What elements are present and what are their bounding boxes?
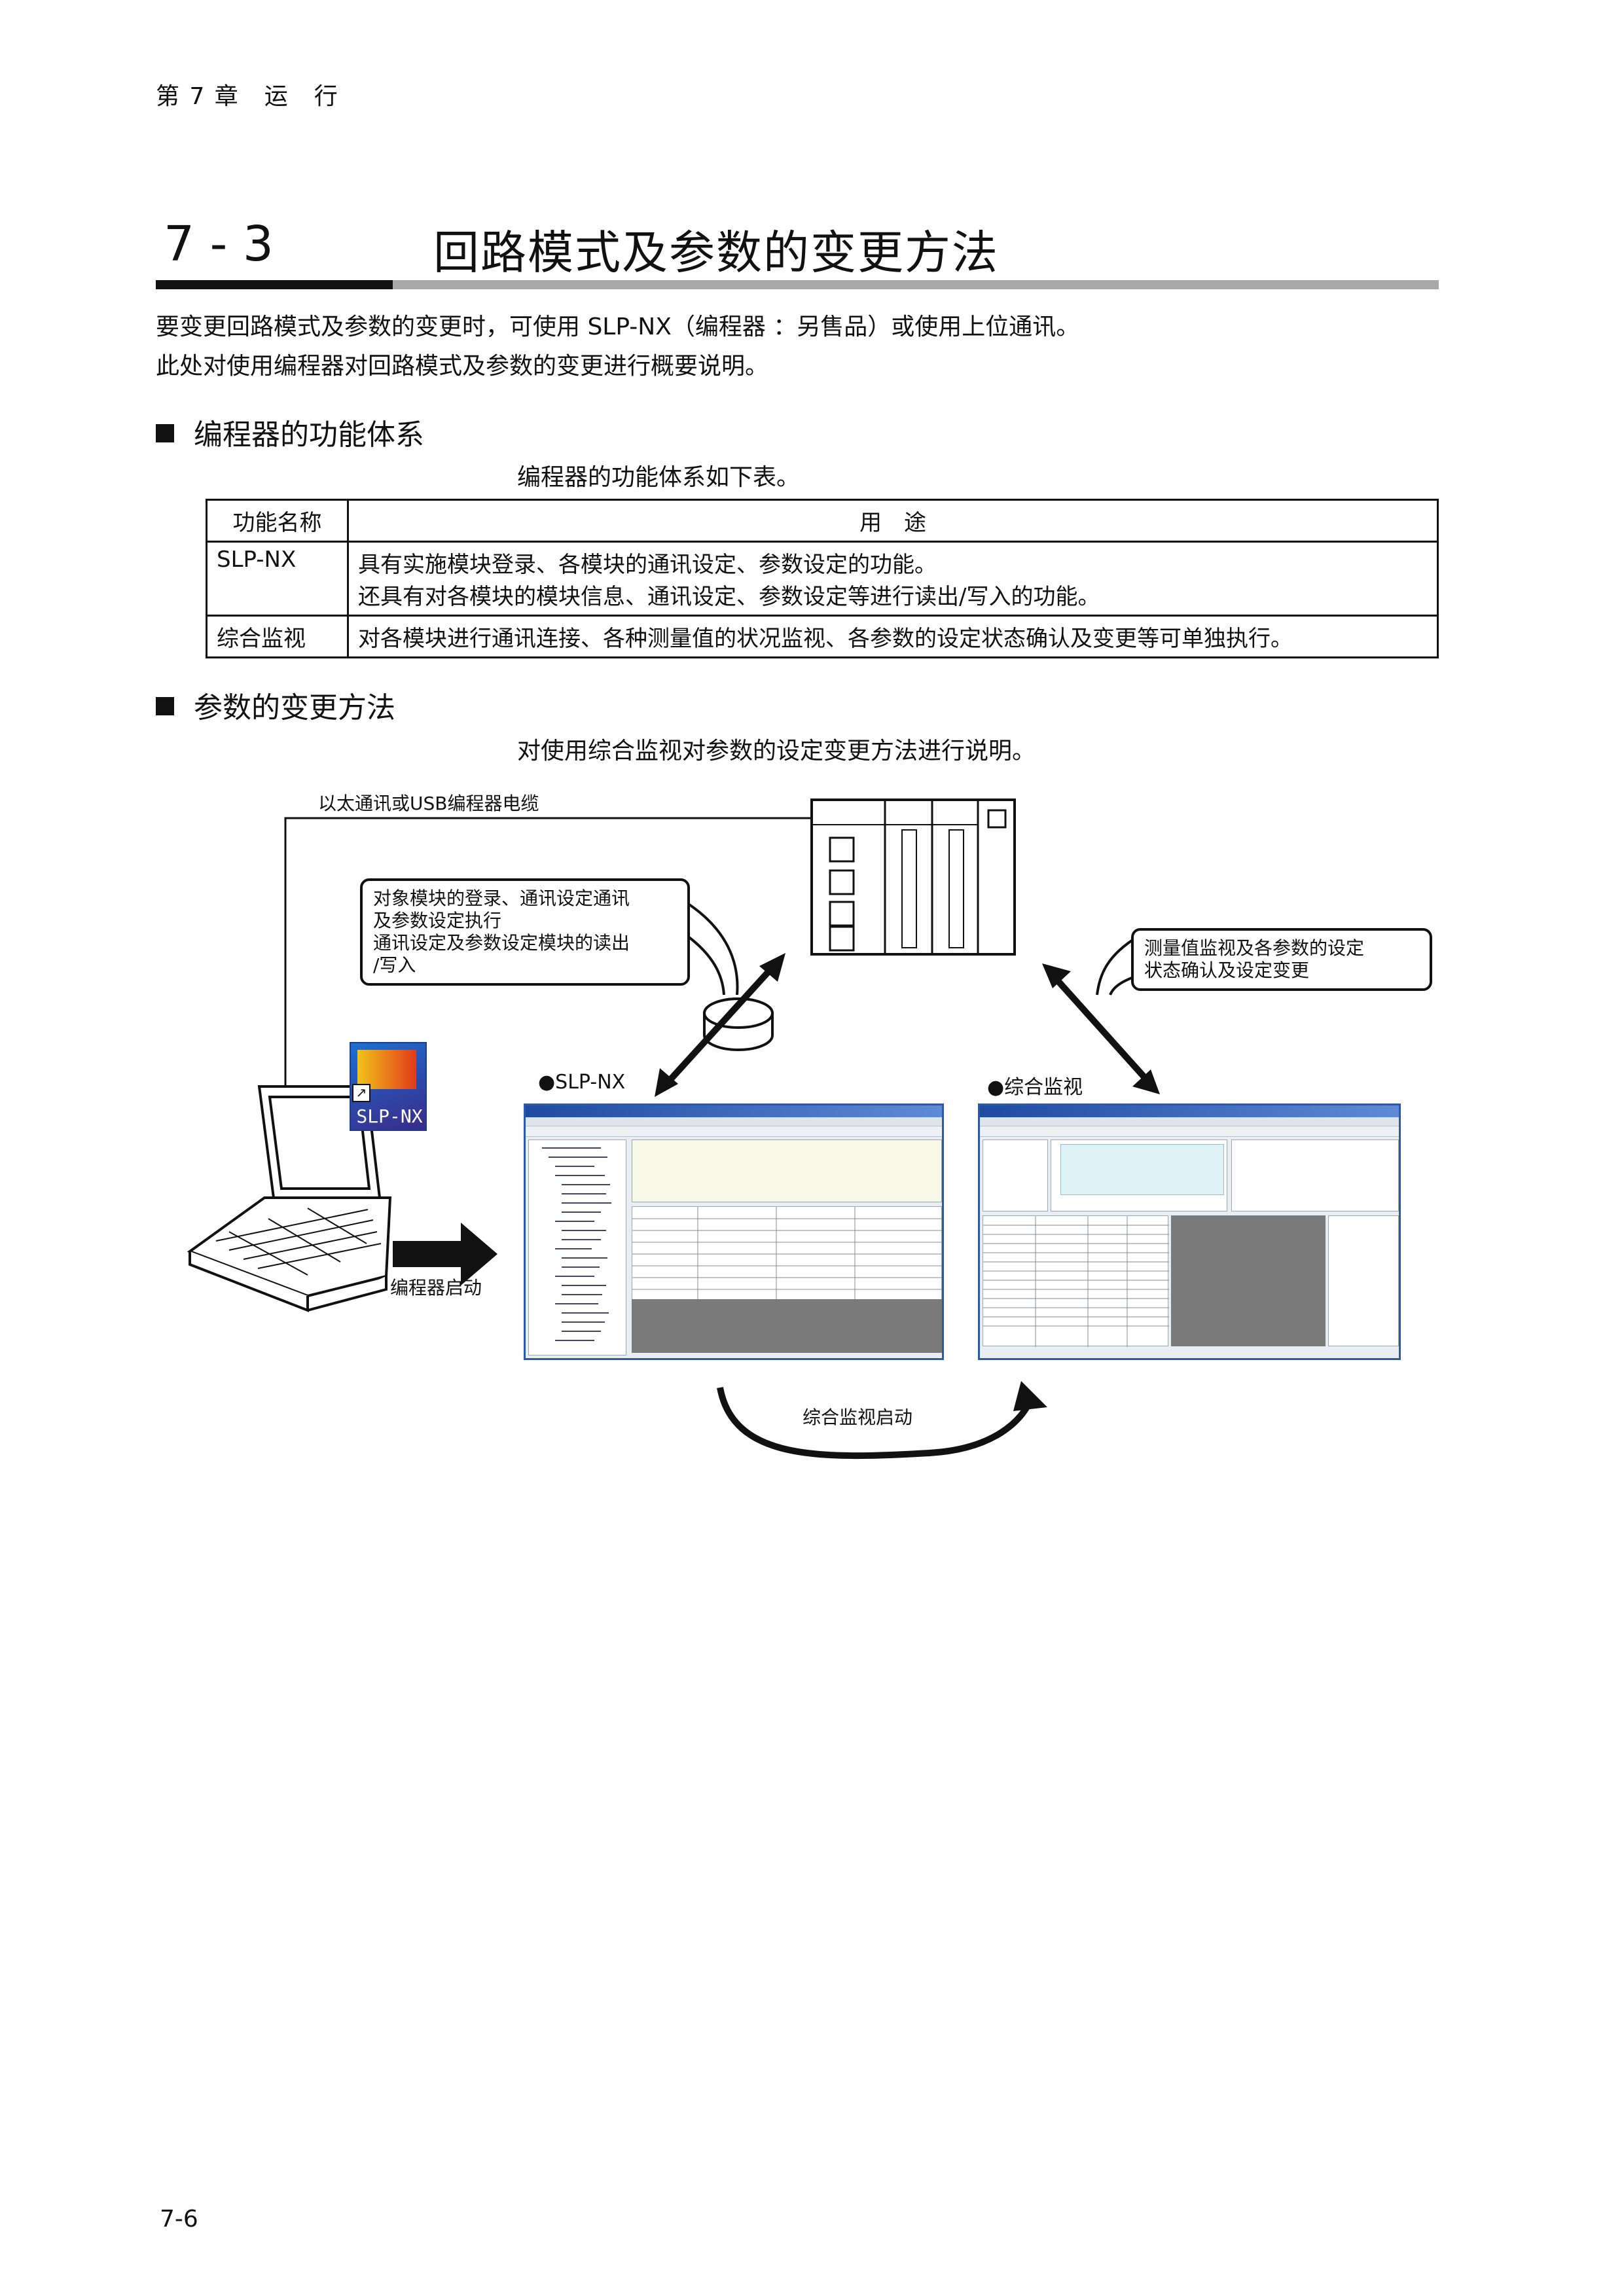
intro-line-2: 此处对使用编程器对回路模式及参数的变更进行概要说明。 <box>156 353 769 380</box>
table-cell-line: 还具有对各模块的模块信息、通讯设定、参数设定等进行读出/写入的功能。 <box>358 584 1100 610</box>
table-row: 综合监视 对各模块进行通讯连接、各种测量值的状况监视、各参数的设定状态确认及变更… <box>206 615 1439 658</box>
change-caption: 对使用综合监视对参数的设定变更方法进行说明。 <box>517 738 1036 764</box>
table-header-row: 功能名称 用 途 <box>206 499 1439 543</box>
section-rule <box>393 280 1439 289</box>
bubble-line: 通讯设定及参数设定模块的读出 <box>373 932 630 954</box>
system-heading-text: 编程器的功能体系 <box>194 418 424 452</box>
square-bullet-icon <box>156 697 174 715</box>
window-titlebar <box>980 1105 1399 1117</box>
section-rule-accent <box>156 280 393 289</box>
table-row: SLP-NX 具有实施模块登录、各模块的通讯设定、参数设定的功能。 还具有对各模… <box>206 541 1439 617</box>
monitor-empty-area <box>1171 1215 1326 1346</box>
cable-line <box>284 817 813 1086</box>
bubble-line: 对象模块的登录、通讯设定通讯 <box>373 888 630 909</box>
table-cell-use: 具有实施模块登录、各模块的通讯设定、参数设定的功能。 还具有对各模块的模块信息、… <box>347 541 1439 617</box>
monitor-param-grid <box>983 1215 1169 1347</box>
table-cell-name: 综合监视 <box>206 615 349 658</box>
bubble-line: 及参数设定执行 <box>373 910 502 931</box>
module-panel <box>632 1139 942 1202</box>
slpnx-screenshot <box>524 1103 944 1360</box>
curved-arrow <box>717 1387 1034 1460</box>
tree-lines <box>542 1147 611 1341</box>
launch-arrow-icon <box>393 1223 497 1285</box>
cable-label: 以太通讯或USB编程器电缆 <box>318 793 539 814</box>
empty-grid-area <box>632 1299 942 1353</box>
laptop-icon <box>187 1085 392 1312</box>
window-titlebar <box>526 1105 942 1117</box>
section-title: 回路模式及参数的变更方法 <box>433 226 999 279</box>
slp-nx-icon-label: SLP-NX <box>356 1105 423 1127</box>
bubble-monitor: 测量值监视及各参数的设定 状态确认及设定变更 <box>1131 928 1432 991</box>
bubble-programmer: 对象模块的登录、通讯设定通讯 及参数设定执行 通讯设定及参数设定模块的读出 /写… <box>360 878 690 986</box>
table-cell-line: 对各模块进行通讯连接、各种测量值的状况监视、各参数的设定状态确认及变更等可单独执… <box>358 626 1293 652</box>
monitor-screenshot <box>978 1103 1401 1360</box>
trend-chart-panel <box>1051 1139 1227 1211</box>
bubble-line: /写入 <box>373 954 416 976</box>
change-heading: 参数的变更方法 <box>156 684 395 726</box>
monitor-side-list <box>1328 1215 1399 1346</box>
change-heading-text: 参数的变更方法 <box>194 691 395 725</box>
table-header-name: 功能名称 <box>206 499 349 543</box>
system-heading: 编程器的功能体系 <box>156 411 424 453</box>
monitor-screen-label: ●综合监视 <box>987 1076 1083 1099</box>
window-menubar <box>980 1117 1399 1126</box>
section-number: 7 - 3 <box>164 216 274 272</box>
monitor-grid-lines <box>983 1216 1169 1347</box>
intro-line-1: 要变更回路模式及参数的变更时，可使用 SLP-NX（编程器 ：另售品）或使用上位… <box>156 314 1080 340</box>
window-toolbar <box>980 1126 1399 1137</box>
controller-module <box>810 798 1016 956</box>
programmer-start-label: 编程器启动 <box>390 1277 482 1299</box>
alarm-list-panel <box>1231 1139 1399 1211</box>
monitor-start-label: 综合监视启动 <box>803 1407 913 1428</box>
tree-panel <box>528 1139 626 1355</box>
table-cell-name: SLP-NX <box>206 541 349 617</box>
table-header-use: 用 途 <box>347 499 1439 543</box>
shortcut-arrow-icon: ↗ <box>352 1084 370 1102</box>
slp-nx-app-icon[interactable]: ↗ SLP-NX <box>350 1042 427 1131</box>
window-menubar <box>526 1117 942 1126</box>
bubble-line: 测量值监视及各参数的设定 <box>1144 937 1365 959</box>
slpnx-screen-label: ●SLP-NX <box>538 1071 626 1094</box>
function-table: 功能名称 用 途 SLP-NX 具有实施模块登录、各模块的通讯设定、参数设定的功… <box>206 499 1439 658</box>
square-bullet-icon <box>156 424 174 442</box>
system-caption: 编程器的功能体系如下表。 <box>517 464 801 491</box>
table-cell-line: 具有实施模块登录、各模块的通讯设定、参数设定的功能。 <box>358 552 937 578</box>
bubble-line: 状态确认及设定变更 <box>1144 960 1310 981</box>
monitor-tree-panel <box>983 1139 1048 1211</box>
window-toolbar <box>526 1126 942 1137</box>
chapter-header: 第 7 章 运 行 <box>156 83 339 110</box>
page-number: 7-6 <box>160 2206 198 2233</box>
arrow-left-diag <box>665 965 775 1085</box>
arrow-right-diag <box>1053 975 1149 1083</box>
table-cell-use: 对各模块进行通讯连接、各种测量值的状况监视、各参数的设定状态确认及变更等可单独执… <box>347 615 1439 658</box>
